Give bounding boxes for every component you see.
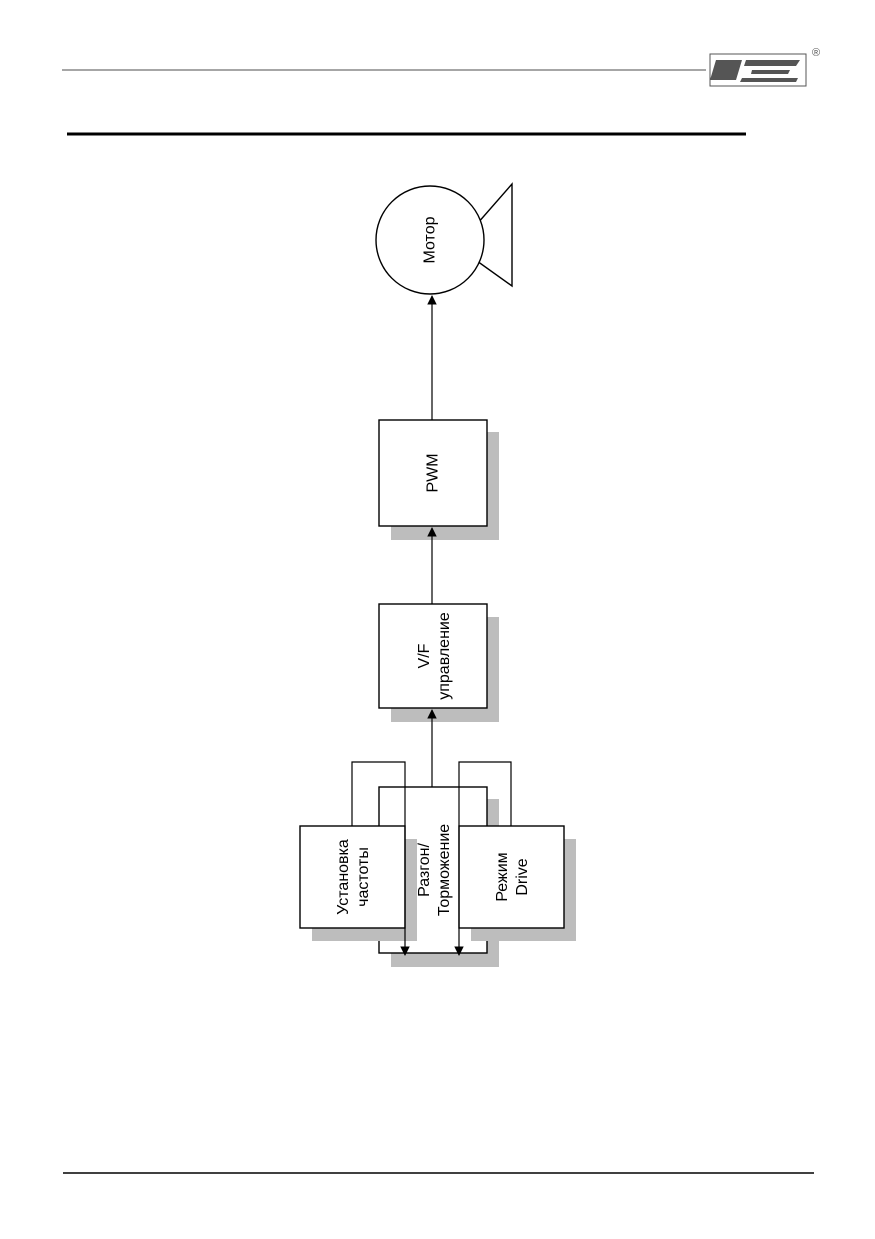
drive-mode-block: Режим Drive xyxy=(458,825,576,941)
vf-label-line2: управление xyxy=(436,612,453,700)
mode-label-line2: Drive xyxy=(514,858,531,895)
vf-control-block: V/F управление xyxy=(378,603,499,722)
arrow-freq-to-accel xyxy=(351,761,410,956)
pwm-block: PWM xyxy=(378,419,499,540)
freq-label-line1: Установка xyxy=(335,839,352,915)
brand-logo: ® xyxy=(709,47,820,87)
accel-label-line2: Торможение xyxy=(436,824,453,916)
mode-label-line1: Режим xyxy=(494,852,511,901)
motor-label: Мотор xyxy=(422,216,439,263)
accel-label-line1: Разгон/ xyxy=(416,843,433,897)
vf-label-line1: V/F xyxy=(416,643,433,668)
frequency-setting-block: Установка частоты xyxy=(299,825,417,941)
freq-label-line2: частоты xyxy=(355,847,372,907)
motor-node: Мотор xyxy=(375,182,513,295)
pwm-label: PWM xyxy=(425,453,442,492)
arrow-mode-to-accel xyxy=(454,761,512,956)
registered-mark: ® xyxy=(812,47,820,59)
